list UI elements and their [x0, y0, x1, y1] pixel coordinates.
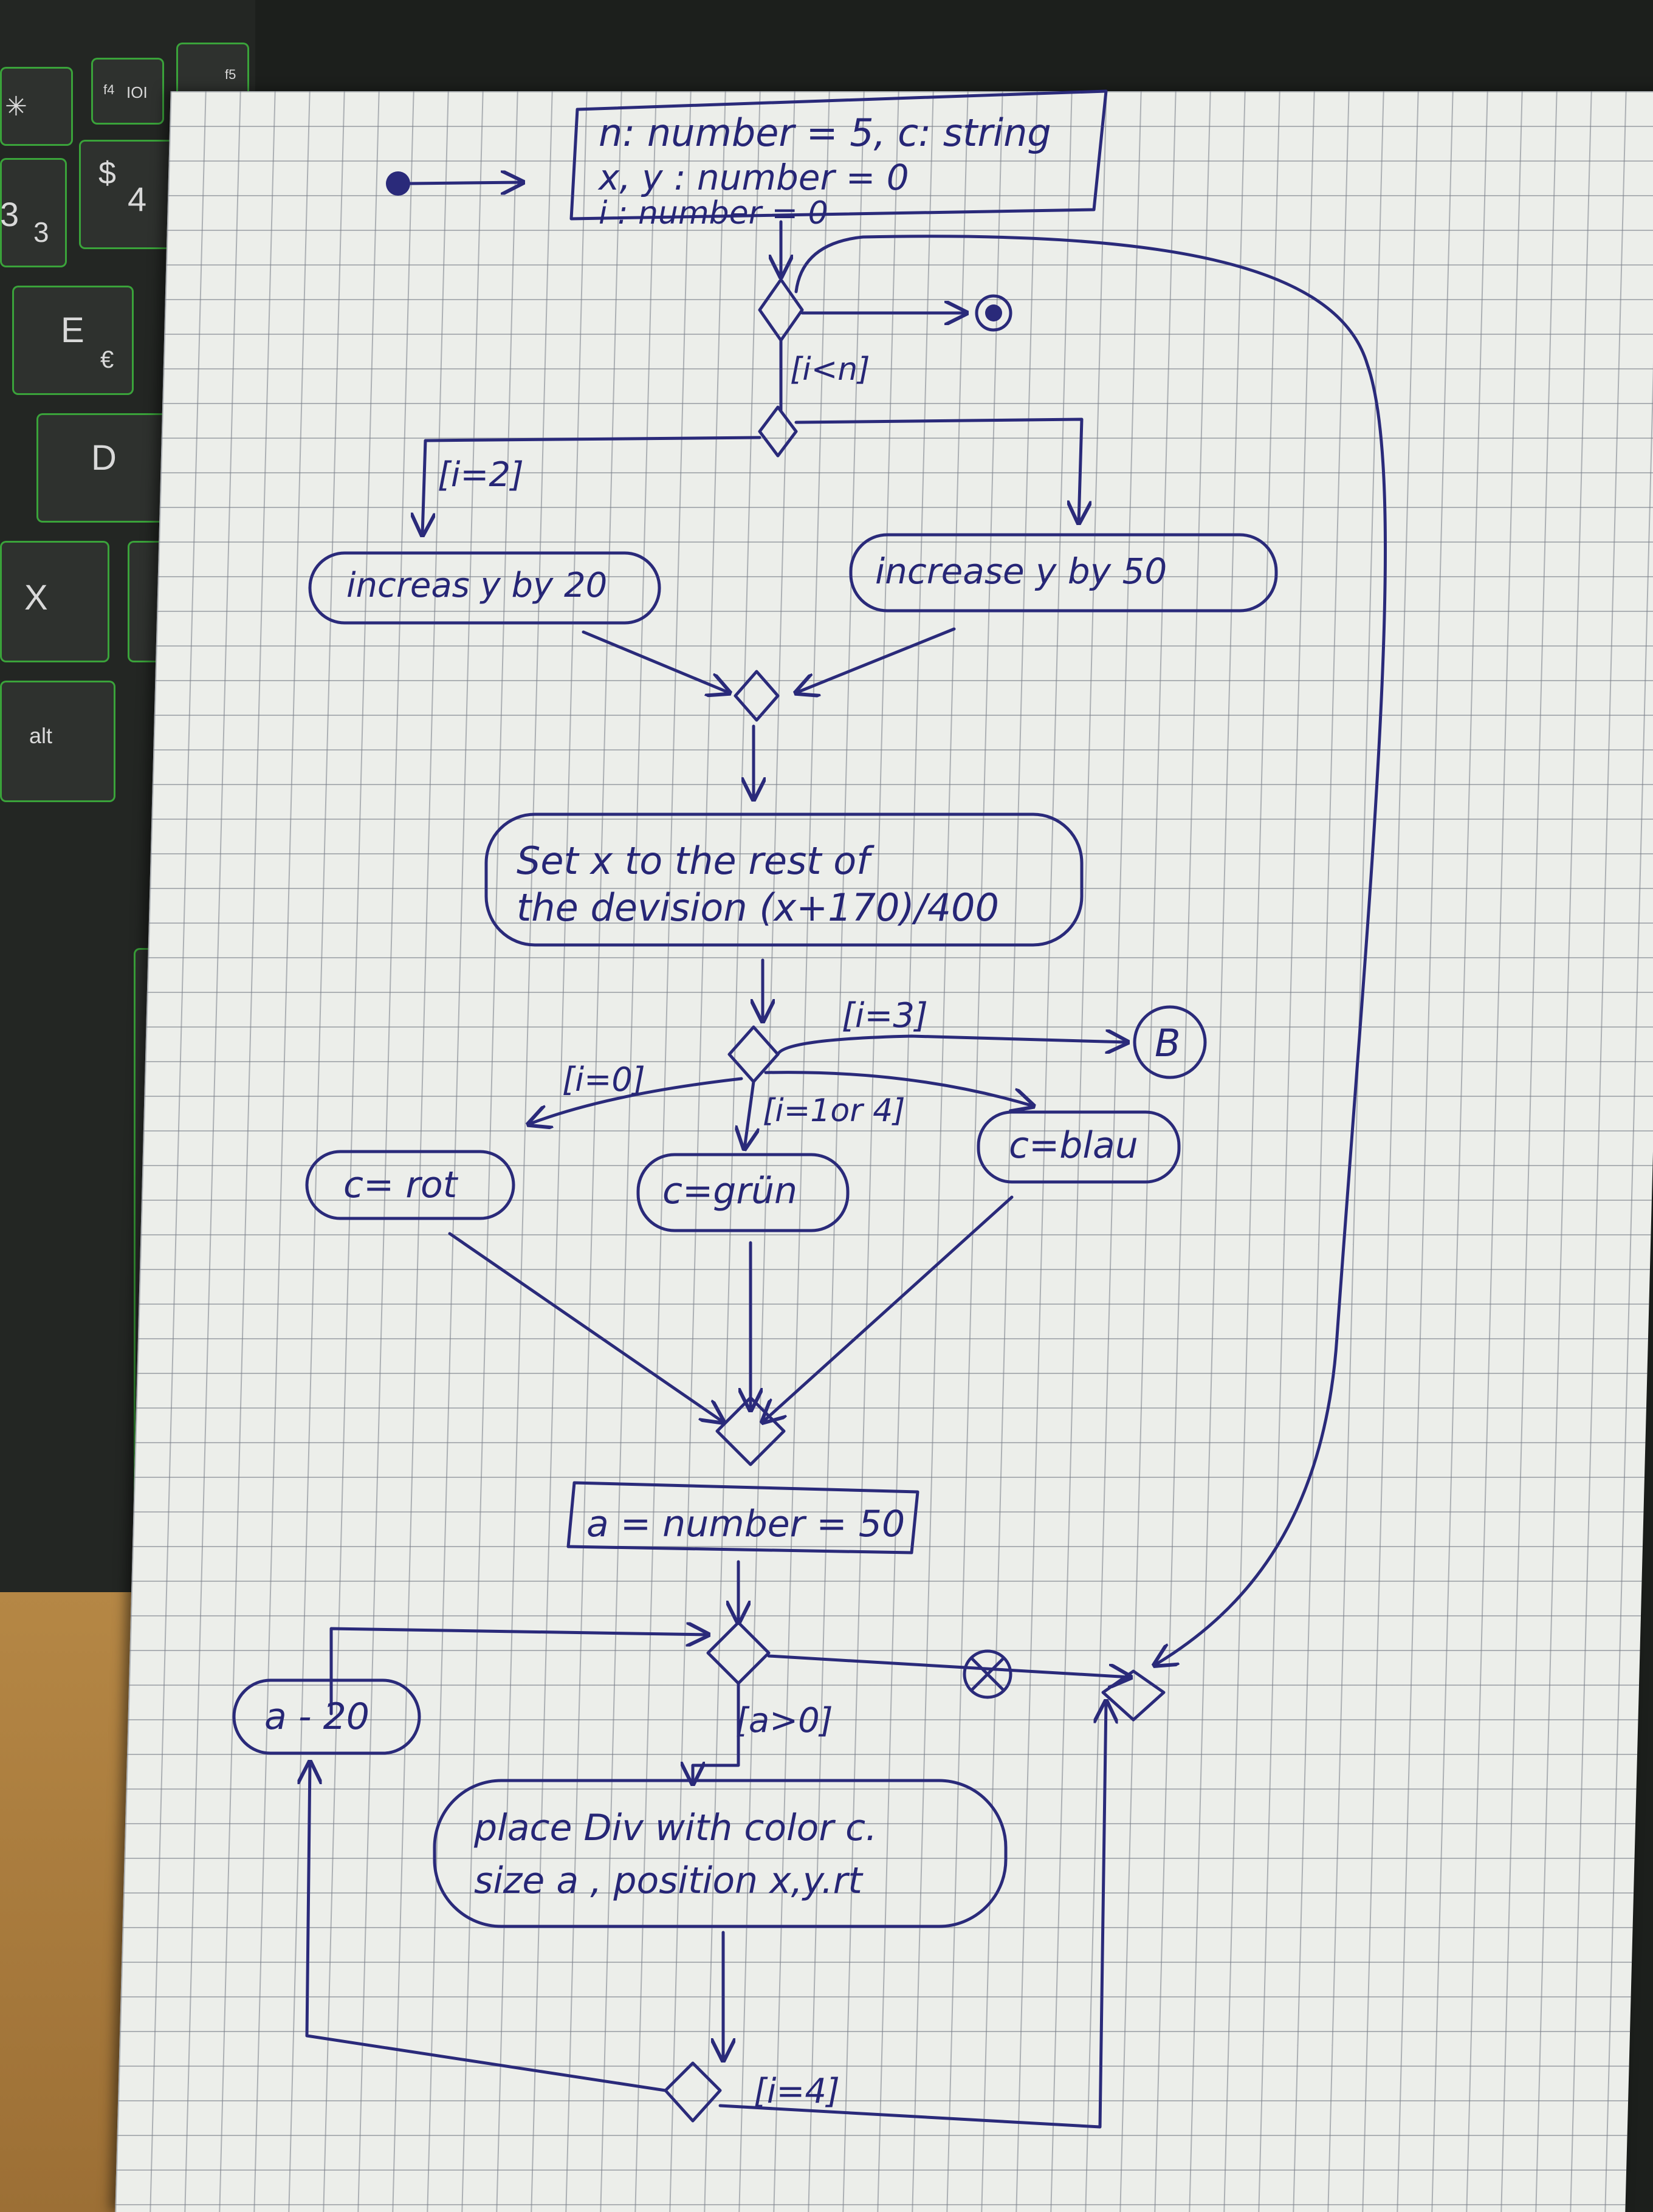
action-c-gruen-label: c=grün: [662, 1170, 797, 1212]
guard-i-eq-3: [i=3]: [842, 996, 928, 1036]
flow-i-eq-1-or-4: [744, 1080, 754, 1149]
branch-right-path: [794, 417, 1082, 523]
action-c-gruen: [636, 1153, 850, 1232]
merge-rot-flow: [448, 1232, 723, 1422]
key-f4: f4 IOI: [91, 58, 164, 125]
guard-i-lt-n: [i<n]: [790, 351, 870, 388]
action-place-div: [433, 1779, 1008, 1928]
action-a-minus-20: [232, 1678, 421, 1755]
action-increase-y-50: [849, 533, 1278, 613]
bottom-left-path: [307, 1762, 667, 2092]
declaration-line-2: x, y : number = 0: [597, 157, 909, 198]
guard-i-eq-1-or-4: [i=1or 4]: [763, 1093, 905, 1129]
action-c-blau-label: c=blau: [1009, 1124, 1138, 1167]
flow-to-blau: [764, 1071, 1033, 1106]
merge-blau-flow: [763, 1195, 1014, 1422]
flow-to-place-div: [693, 1681, 740, 1784]
action-increase-y-50-label: increase y by 50: [875, 551, 1167, 592]
merge-left-flow: [582, 630, 729, 693]
flow-final-node: [963, 1649, 1012, 1699]
key-alt: alt: [0, 681, 115, 802]
key-d: D: [36, 413, 176, 523]
declarations-box: [569, 89, 1108, 221]
declaration-line-3: i : number = 0: [599, 195, 828, 232]
outer-merge-diamond: [1101, 1669, 1166, 1722]
flow-i-eq-3: [776, 1036, 1127, 1056]
action-set-x-line-1: Set x to the rest of: [517, 839, 875, 883]
action-place-div-line-2: size a , position x,y.rt: [474, 1860, 864, 1902]
initial-flow-arrow: [408, 182, 523, 184]
bottom-decision-diamond: [664, 2061, 722, 2123]
key-e: E €: [12, 286, 134, 395]
inner-exit-flow: [767, 1654, 1130, 1677]
branch-y-diamond: [758, 405, 798, 458]
key-4: $ 4: [79, 140, 176, 249]
flow-i-eq-0: [529, 1077, 743, 1124]
final-node-outer: [975, 294, 1012, 332]
final-node-inner: [985, 304, 1002, 321]
action-increase-y-20: [308, 551, 661, 625]
merge-right-flow: [796, 627, 956, 693]
guard-i-eq-4: [i=4]: [754, 2072, 840, 2111]
key-x: X: [0, 541, 109, 662]
loop-back-path: [794, 235, 1387, 1665]
key-3: 3 3: [0, 158, 67, 267]
action-a-minus-20-label: a - 20: [264, 1695, 369, 1738]
inner-return-path: [329, 1629, 708, 1716]
guard-a-gt-0: [a>0]: [735, 1701, 833, 1740]
key-star: ✳: [0, 67, 73, 146]
merge-y-diamond: [734, 670, 780, 722]
guard-i-eq-2: [i=2]: [438, 455, 524, 495]
branch-left-path: [422, 436, 761, 535]
action-c-blau: [977, 1110, 1181, 1184]
action-set-x: [484, 812, 1084, 947]
bottom-right-path: [718, 1702, 1106, 2129]
connector-b-label: B: [1155, 1021, 1181, 1065]
action-increase-y-20-label: increas y by 20: [346, 566, 607, 605]
action-c-rot: [305, 1150, 515, 1220]
merge-color-diamond: [715, 1396, 786, 1466]
action-place-div-line-1: place Div with color c.: [473, 1807, 877, 1849]
action-c-rot-label: c= rot: [343, 1164, 459, 1206]
a-declaration-label: a = number = 50: [586, 1503, 905, 1545]
a-declaration-box: [566, 1481, 919, 1554]
action-set-x-line-2: the devision (x+170)/400: [517, 885, 999, 930]
inner-loop-diamond: [706, 1621, 771, 1685]
connector-b: [1133, 1005, 1207, 1079]
guard-i-eq-0: [i=0]: [562, 1060, 645, 1099]
declaration-line-1: n: number = 5, c: string: [599, 111, 1051, 155]
initial-node: [386, 171, 410, 196]
